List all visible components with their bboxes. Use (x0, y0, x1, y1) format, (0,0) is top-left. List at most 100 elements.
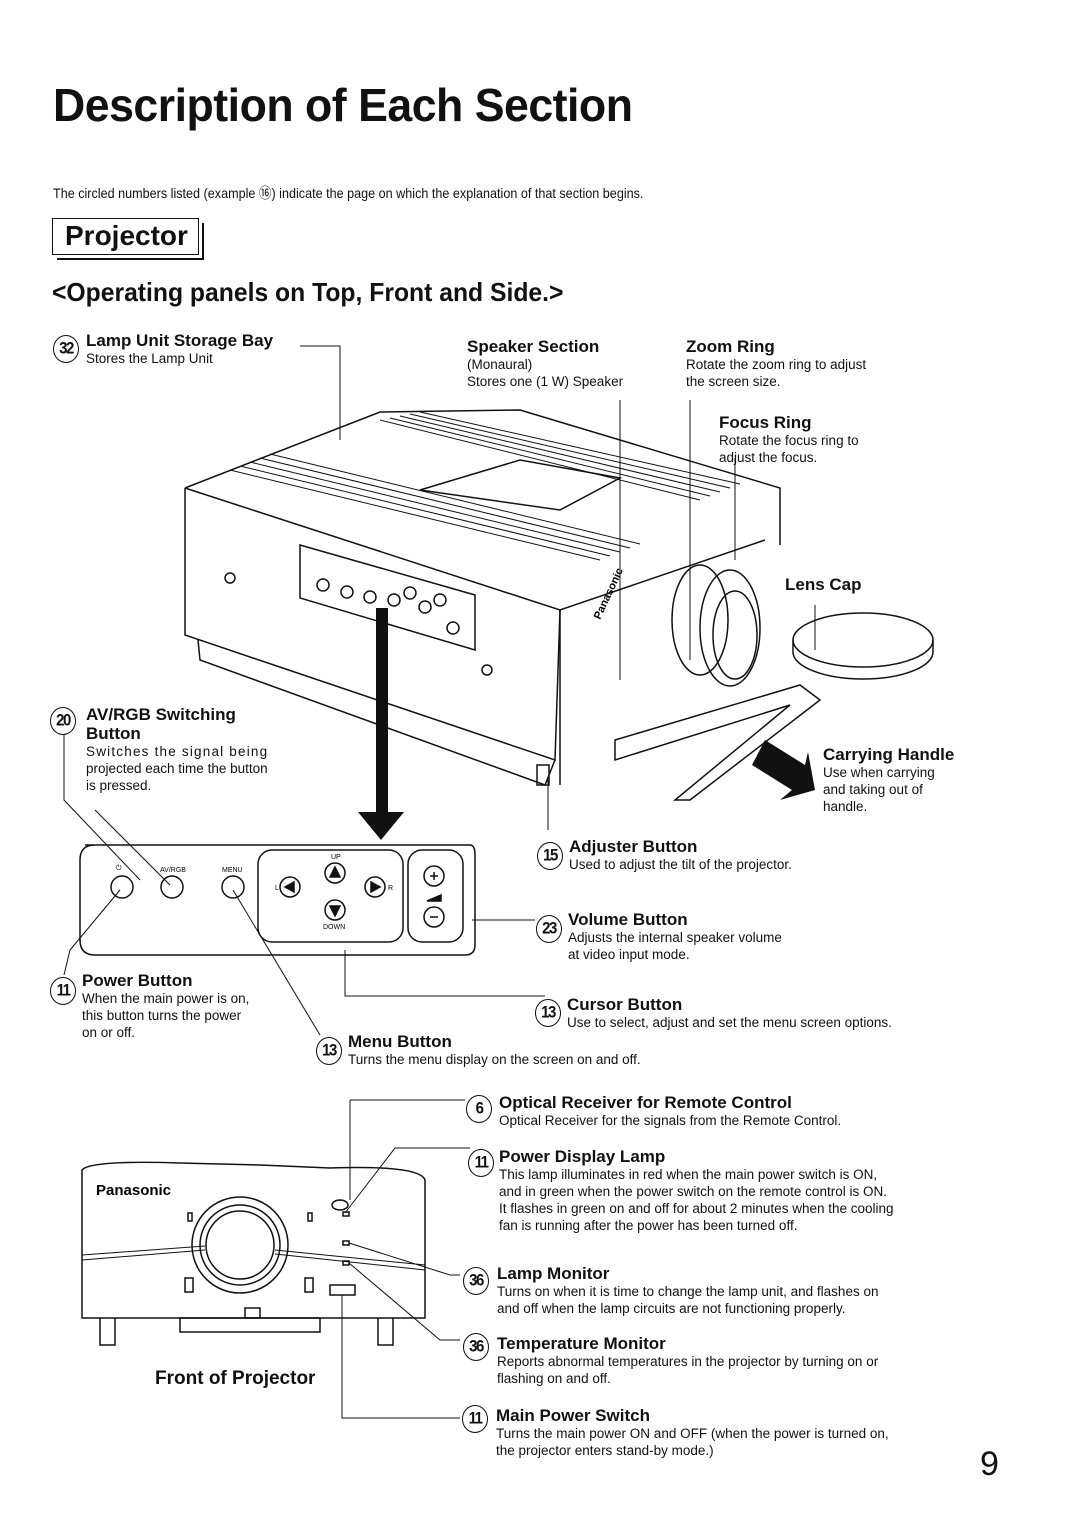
label-title: Cursor Button (567, 995, 683, 1014)
page-ref-badge: 23 (536, 914, 562, 944)
label-desc: Use to select, adjust and set the menu s… (567, 1015, 892, 1030)
label-optical-receiver: Optical Receiver for Remote Control Opti… (499, 1093, 841, 1129)
page-ref-badge: 32 (53, 334, 79, 364)
section-box-projector: Projector (52, 218, 199, 255)
label-title: Main Power Switch (496, 1406, 650, 1425)
label-zoom-ring: Zoom Ring Rotate the zoom ring to adjust… (686, 337, 866, 390)
label-title: Button (86, 724, 141, 743)
control-panel-drawing (79, 844, 476, 956)
label-desc: at video input mode. (568, 947, 690, 962)
label-title: Power Display Lamp (499, 1147, 666, 1166)
label-title: Power Button (82, 971, 193, 990)
projector-top-view-drawing (184, 409, 934, 801)
label-main-power-switch: Main Power Switch Turns the main power O… (496, 1406, 889, 1459)
label-volume-button: Volume Button Adjusts the internal speak… (568, 910, 782, 963)
label-lamp-monitor: Lamp Monitor Turns on when it is time to… (497, 1264, 878, 1317)
page-ref-badge: 36 (463, 1332, 489, 1362)
label-carrying-handle: Carrying Handle Use when carrying and ta… (823, 745, 954, 815)
page-ref-badge: 11 (50, 976, 76, 1006)
label-desc: Turns on when it is time to change the l… (497, 1284, 879, 1299)
label-desc: Reports abnormal temperatures in the pro… (497, 1354, 879, 1369)
label-desc: Use when carrying (823, 765, 935, 780)
label-title: AV/RGB Switching (86, 705, 236, 724)
label-desc: Stores the Lamp Unit (86, 351, 213, 366)
label-speaker-section: Speaker Section (Monaural) Stores one (1… (467, 337, 623, 390)
label-title: Adjuster Button (569, 837, 698, 856)
label-title: Zoom Ring (686, 337, 775, 356)
label-desc: Optical Receiver for the signals from th… (499, 1113, 842, 1128)
page-ref-badge: 36 (463, 1266, 489, 1296)
page-ref-badge: 11 (468, 1148, 494, 1178)
intro-text: The circled numbers listed (example ⑯) i… (53, 185, 644, 201)
front-brand-logo: Panasonic (96, 1182, 171, 1199)
arrow-down-icon (358, 812, 404, 840)
label-title: Volume Button (568, 910, 688, 929)
page-ref-badge: 13 (316, 1036, 342, 1066)
label-desc: Switches the signal being (86, 744, 269, 759)
label-desc: and off when the lamp circuits are not f… (497, 1301, 846, 1316)
power-symbol-label: ⏻ (116, 864, 122, 872)
side-brand-logo: Panasonic (592, 566, 626, 621)
label-focus-ring: Focus Ring Rotate the focus ring to adju… (719, 413, 859, 466)
page-ref-badge: 6 (466, 1094, 492, 1124)
label-title: Carrying Handle (823, 745, 955, 764)
label-desc: This lamp illuminates in red when the ma… (499, 1167, 878, 1182)
label-desc: handle. (823, 799, 868, 814)
page-ref-badge: 13 (535, 998, 561, 1028)
label-lamp-unit-storage-bay: Lamp Unit Storage Bay Stores the Lamp Un… (86, 331, 273, 367)
label-desc: and taking out of (823, 782, 923, 797)
label-desc: fan is running after the power has been … (499, 1218, 798, 1233)
label-power-button: Power Button When the main power is on, … (82, 971, 249, 1041)
arrow-shaft (376, 608, 388, 813)
label-av-rgb-switching-button: AV/RGB Switching Button Switches the sig… (86, 705, 268, 794)
label-desc: is pressed. (86, 778, 152, 793)
label-title: Menu Button (348, 1032, 452, 1051)
label-desc: Used to adjust the tilt of the projector… (569, 857, 792, 872)
label-desc: adjust the focus. (719, 450, 818, 465)
label-title: Lamp Unit Storage Bay (86, 331, 274, 350)
label-cursor-button: Cursor Button Use to select, adjust and … (567, 995, 892, 1031)
menu-panel-label: MENU (222, 867, 243, 874)
label-desc: Rotate the focus ring to (719, 433, 859, 448)
projector-front-view-drawing (81, 1161, 426, 1346)
right-panel-label: R (388, 885, 393, 892)
label-desc: Rotate the zoom ring to adjust (686, 357, 867, 372)
label-title: Lamp Monitor (497, 1264, 610, 1283)
label-desc: the projector enters stand-by mode.) (496, 1443, 714, 1458)
page-ref-badge: 20 (50, 706, 76, 736)
label-title: Speaker Section (467, 337, 600, 356)
label-desc: and in green when the power switch on th… (499, 1184, 887, 1199)
page-ref-badge: 11 (462, 1404, 488, 1434)
label-desc: on or off. (82, 1025, 136, 1040)
label-adjuster-button: Adjuster Button Used to adjust the tilt … (569, 837, 792, 873)
label-desc: the screen size. (686, 374, 781, 389)
label-desc: Adjusts the internal speaker volume (568, 930, 782, 945)
page-ref-badge: 15 (537, 841, 563, 871)
section-subtitle: <Operating panels on Top, Front and Side… (52, 277, 564, 307)
label-lens-cap: Lens Cap (785, 575, 862, 594)
page-number: 9 (980, 1445, 999, 1483)
left-panel-label: L (275, 885, 279, 892)
label-desc: Turns the menu display on the screen on … (348, 1052, 641, 1067)
label-desc: projected each time the button (86, 761, 268, 776)
up-panel-label: UP (331, 854, 341, 861)
label-title: Focus Ring (719, 413, 812, 432)
label-desc: When the main power is on, (82, 991, 250, 1006)
label-title: Temperature Monitor (497, 1334, 666, 1353)
av-rgb-panel-label: AV/RGB (160, 867, 186, 874)
label-power-display-lamp: Power Display Lamp This lamp illuminates… (499, 1147, 894, 1234)
label-desc: flashing on and off. (497, 1371, 611, 1386)
label-desc: Turns the main power ON and OFF (when th… (496, 1426, 889, 1441)
label-menu-button: Menu Button Turns the menu display on th… (348, 1032, 641, 1068)
down-panel-label: DOWN (323, 924, 345, 931)
label-desc: this button turns the power (82, 1008, 242, 1023)
label-title: Lens Cap (785, 575, 862, 594)
caption-front-of-projector: Front of Projector (155, 1369, 315, 1388)
arrow-handle-icon (752, 740, 815, 800)
label-desc: (Monaural) (467, 357, 533, 372)
page-title: Description of Each Section (53, 79, 633, 131)
caption-text: Front of Projector (155, 1368, 316, 1389)
label-title: Optical Receiver for Remote Control (499, 1093, 792, 1112)
label-desc: It flashes in green on and off for about… (499, 1201, 894, 1216)
